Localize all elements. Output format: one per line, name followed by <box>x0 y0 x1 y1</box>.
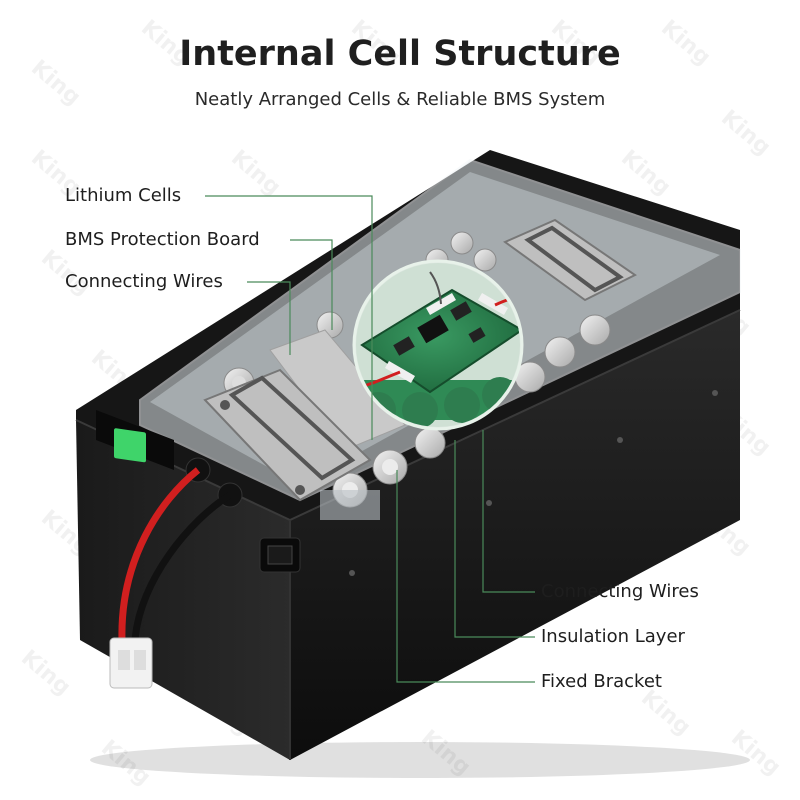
label-insulation-layer: Insulation Layer <box>541 626 685 647</box>
power-cable <box>109 457 301 689</box>
svg-text:King: King <box>16 645 75 700</box>
svg-text:King: King <box>636 685 695 740</box>
leader-bms-board <box>290 239 333 330</box>
leader-connecting-wires-left <box>247 281 291 355</box>
svg-text:King: King <box>226 145 285 200</box>
leader-insulation-layer <box>454 440 535 638</box>
svg-text:King: King <box>716 105 775 160</box>
leader-connecting-wires-right <box>482 430 535 593</box>
leader-lines <box>205 195 535 683</box>
lcd-display <box>96 410 174 470</box>
page-subtitle: Neatly Arranged Cells & Reliable BMS Sys… <box>194 89 606 110</box>
handle-front <box>203 368 372 502</box>
leader-fixed-bracket <box>396 470 535 683</box>
label-bms-board: BMS Protection Board <box>65 229 260 250</box>
label-lithium-cells: Lithium Cells <box>65 185 182 206</box>
handle-back <box>503 218 637 302</box>
label-fixed-bracket: Fixed Bracket <box>541 671 662 692</box>
page-title: Internal Cell Structure <box>179 34 621 74</box>
svg-text:King: King <box>726 725 785 780</box>
svg-text:King: King <box>616 145 675 200</box>
leader-lithium-cells <box>205 195 373 440</box>
label-connecting-wires-right: Connecting Wires <box>541 581 699 602</box>
bms-magnifier <box>352 259 524 431</box>
label-connecting-wires-left: Connecting Wires <box>65 271 223 292</box>
